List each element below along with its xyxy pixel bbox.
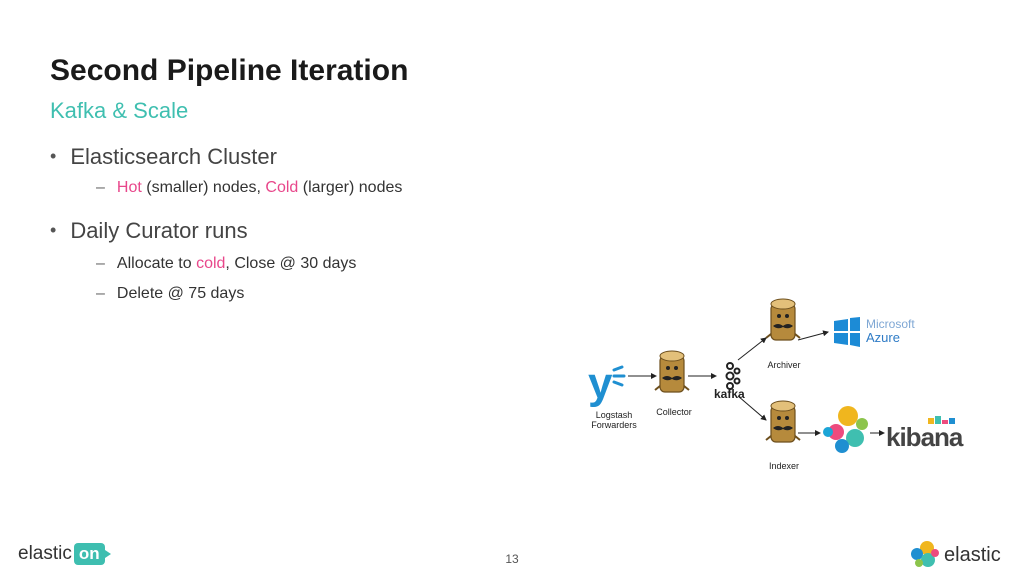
svg-text:y: y [588, 359, 613, 408]
kibana-label: kibana [886, 422, 963, 452]
slide-subtitle: Kafka & Scale [50, 98, 189, 123]
edge-kafka-archiver [737, 337, 767, 361]
azure-text: Azure [866, 330, 900, 345]
collector-label: Collector [656, 407, 692, 417]
bullet-2-sub-1: –Allocate to cold, Close @ 30 days [96, 255, 356, 273]
kibana-logo-icon [928, 416, 955, 424]
elastic-logo-icon [911, 541, 939, 567]
sub-text: (smaller) nodes, [141, 179, 266, 196]
forwarders-label: Logstash Forwarders [588, 410, 640, 430]
sub-text: Allocate to [116, 255, 197, 272]
cold-label: Cold [265, 179, 299, 196]
cold-label: cold [196, 255, 226, 272]
archiver-log-icon [765, 298, 801, 341]
bullet-1: • Elasticsearch Cluster [50, 144, 277, 170]
forwarders-label-line1: Logstash [595, 410, 633, 420]
microsoft-azure-label: Microsoft Azure [866, 318, 915, 345]
logstash-forwarders-icon: y [588, 359, 626, 408]
bullet-2: • Daily Curator runs [50, 218, 248, 244]
bullet-2-sub-2: –Delete @ 75 days [96, 285, 244, 303]
sub-text: Delete @ 75 days [116, 285, 245, 302]
bullet-1-text: Elasticsearch Cluster [70, 144, 277, 169]
bullet-2-text: Daily Curator runs [70, 218, 248, 243]
elastic-logo-text: elastic [944, 544, 1001, 566]
kafka-label: kafka [714, 387, 745, 401]
sub-text: , Close @ 30 days [225, 255, 357, 272]
pipeline-diagram: y [588, 298, 955, 453]
dash-icon: – [96, 285, 105, 302]
microsoft-text: Microsoft [866, 317, 915, 331]
kafka-icon [725, 362, 741, 390]
dash-icon: – [96, 255, 105, 272]
bullet-dot-icon: • [50, 220, 57, 240]
edge-kafka-indexer [737, 395, 767, 421]
forwarders-label-line2: Forwarders [591, 420, 637, 430]
bullet-dot-icon: • [50, 146, 57, 166]
elasticon-logo-text: elastic [18, 543, 72, 564]
indexer-log-icon [765, 400, 801, 443]
bullet-1-sub-1: –Hot (smaller) nodes, Cold (larger) node… [96, 179, 402, 197]
dash-icon: – [96, 179, 105, 196]
slide-title: Second Pipeline Iteration [50, 54, 409, 87]
sub-text: (larger) nodes [298, 179, 403, 196]
elastic-logo: elastic [910, 540, 1001, 574]
archiver-label: Archiver [767, 360, 801, 370]
edge-archiver-azure [797, 330, 829, 341]
microsoft-azure-icon [834, 317, 860, 347]
page-number: 13 [505, 552, 519, 566]
elasticon-on-badge: on [73, 543, 111, 565]
hot-label: Hot [116, 179, 142, 196]
elasticsearch-icon [823, 406, 868, 453]
indexer-label: Indexer [768, 461, 800, 471]
collector-log-icon [654, 350, 690, 393]
